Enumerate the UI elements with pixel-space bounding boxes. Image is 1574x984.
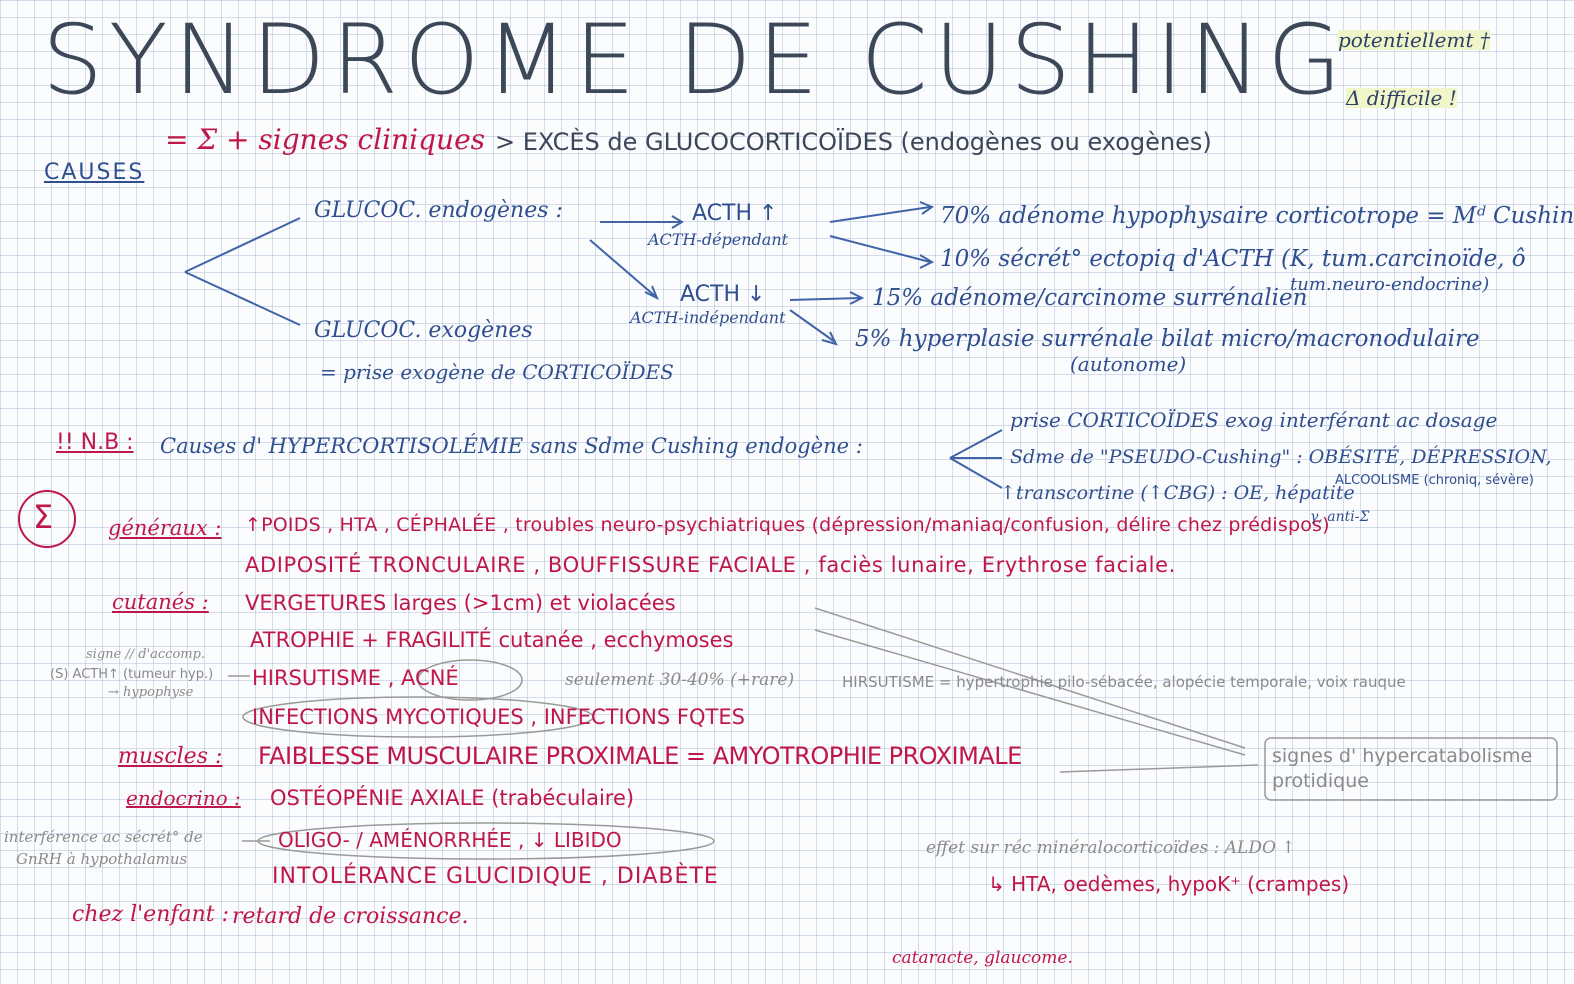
footer-note: cataracte, glaucome.: [892, 948, 1073, 968]
generaux-label: généraux :: [108, 516, 222, 540]
nb-item-2-b: ALCOOLISME (chroniq, sévère): [1335, 473, 1534, 488]
enfant-label: chez l'enfant :: [72, 902, 230, 927]
cutanes-line-1: VERGETURES larges (>1cm) et violacées: [245, 591, 676, 615]
nb-item-3: ↑transcortine (↑CBG) : OE, hépatite: [1000, 482, 1355, 504]
cause-10-b: tum.neuro-endocrine): [1290, 274, 1490, 295]
nb-branch-3: [949, 457, 1003, 489]
hypercatab-note: signes d' hypercatabolisme protidique: [1272, 744, 1552, 793]
sigma-symbol: Σ: [33, 498, 54, 536]
mineralo-line-2: ↳ HTA, oedèmes, hypoK⁺ (crampes): [988, 872, 1350, 896]
acth-down: ACTH ↓: [680, 282, 766, 307]
branch-endogenous: [184, 217, 301, 273]
definition-right: > EXCÈS de GLUCOCORTICOÏDES (endogènes o…: [495, 128, 1212, 156]
corner-note-2: Δ difficile !: [1346, 86, 1457, 110]
arrow-5: [789, 309, 836, 343]
nb-text: Causes d' HYPERCORTISOLÉMIE sans Sdme Cu…: [160, 434, 863, 458]
line-hypercatab-2: [814, 629, 1246, 756]
branch-exogenous: [184, 271, 301, 326]
nb-item-1: prise CORTICOÏDES exog interférant ac do…: [1010, 408, 1498, 432]
endocrino-line-2: OLIGO- / AMÉNORRHÉE , ↓ LIBIDO: [278, 828, 622, 852]
glucoc-exogenous: GLUCOC. exogènes: [314, 318, 533, 343]
arrow-70: [829, 206, 931, 223]
glucoc-exogenous-sub: = prise exogène de CORTICOÏDES: [320, 360, 674, 384]
cutanes-line-3: HIRSUTISME , ACNÉ: [252, 666, 459, 690]
nb-branch-1: [949, 429, 1003, 459]
cause-10: 10% sécrét° ectopiq d'ACTH (K, tum.carci…: [940, 246, 1526, 272]
endocrino-line-1: OSTÉOPÉNIE AXIALE (trabéculaire): [270, 786, 635, 810]
cause-5-b: (autonome): [1070, 352, 1187, 376]
acth-up-sub: ACTH-dépendant: [648, 230, 789, 249]
nb-item-2: Sdme de "PSEUDO-Cushing" : OBÉSITÉ, DÉPR…: [1010, 446, 1552, 468]
cause-15: 15% adénome/carcinome surrénalien: [872, 285, 1308, 311]
acth-up: ACTH ↑: [692, 201, 778, 226]
cutanes-line-3-note: seulement 30-40% (+rare): [565, 670, 795, 690]
cutanes-line-2: ATROPHIE + FRAGILITÉ cutanée , ecchymose…: [250, 628, 734, 652]
enfant-line-1: retard de croissance.: [232, 904, 469, 929]
generaux-line-2: ADIPOSITÉ TRONCULAIRE , BOUFFISSURE FACI…: [245, 553, 1176, 577]
cause-70: 70% adénome hypophysaire corticotrope = …: [940, 203, 1574, 229]
arrow-acth-down: [589, 239, 656, 297]
cutanes-line-4: INFECTIONS MYCOTIQUES , INFECTIONS FQTES: [252, 705, 745, 729]
muscles-line-1: FAIBLESSE MUSCULAIRE PROXIMALE = AMYOTRO…: [258, 742, 1022, 770]
line-hypercatab-3: [1059, 764, 1259, 773]
glucoc-endogenous: GLUCOC. endogènes :: [314, 198, 563, 223]
muscles-label: muscles :: [118, 744, 223, 769]
endocrino-line-3: INTOLÉRANCE GLUCIDIQUE , DIABÈTE: [272, 864, 719, 889]
corner-note-1: potentiellemt †: [1338, 28, 1490, 52]
arrow-15: [789, 297, 861, 301]
definition-left: = Σ + signes cliniques: [165, 123, 486, 156]
cutanes-label: cutanés :: [112, 590, 209, 614]
hirsutisme-def: HIRSUTISME = hypertrophie pilo-sébacée, …: [842, 673, 1406, 691]
nb-item-3-b: γ, anti-Σ: [1310, 509, 1370, 525]
generaux-line-1: ↑POIDS , HTA , CÉPHALÉE , troubles neuro…: [245, 514, 1330, 536]
cause-5: 5% hyperplasie surrénale bilat micro/mac…: [855, 326, 1480, 352]
nb-label: !! N.B :: [56, 430, 134, 455]
hypercatab-text: signes d' hypercatabolisme protidique: [1272, 745, 1533, 792]
side-note-2: (S) ACTH↑ (tumeur hyp.): [50, 667, 214, 682]
acth-down-sub: ACTH-indépendant: [630, 308, 786, 327]
side-note-3: → hypophyse: [108, 685, 194, 700]
page-title: SYNDROME DE CUSHING: [42, 4, 1348, 116]
gnrh-note-1: interférence ac sécrét° de: [4, 828, 203, 846]
mineralo-line-1: effet sur réc minéralocorticoïdes : ALDO…: [926, 838, 1296, 858]
causes-heading: CAUSES: [44, 160, 145, 185]
side-note-1: signe // d'accomp.: [86, 647, 206, 662]
endocrino-label: endocrino :: [126, 786, 241, 810]
arrow-10: [829, 235, 931, 263]
gnrh-note-2: GnRH à hypothalamus: [16, 850, 188, 868]
